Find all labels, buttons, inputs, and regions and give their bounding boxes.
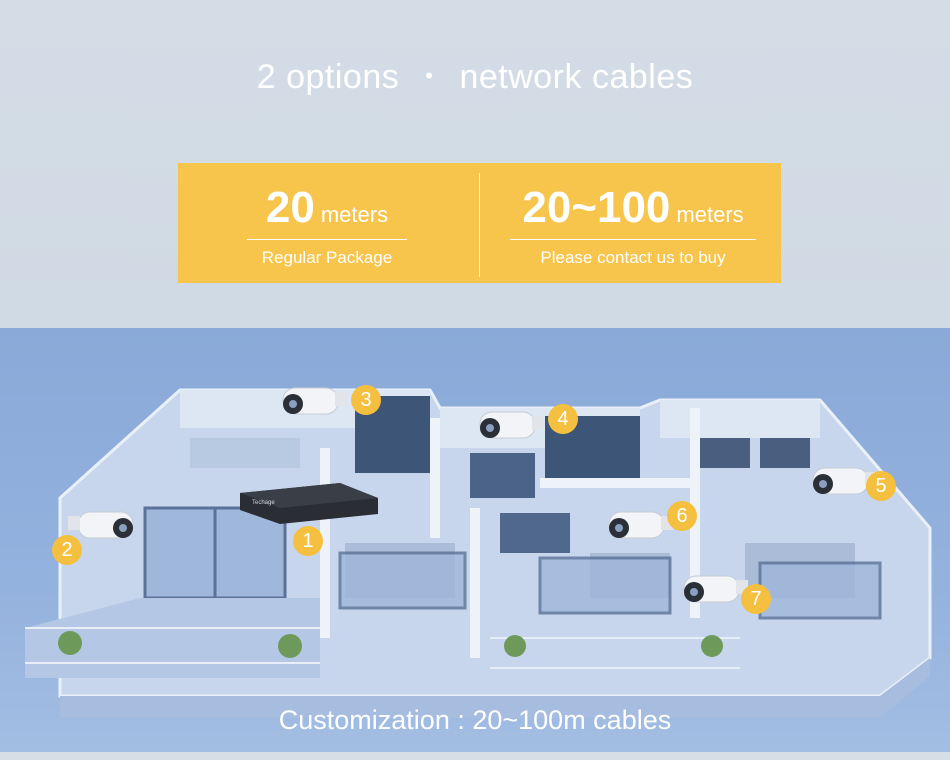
option-regular-underline [247,239,407,240]
camera-7-icon [683,575,748,603]
camera-3-badge: 3 [351,385,381,415]
option-custom-underline [510,239,756,240]
camera-6-badge: 6 [667,501,697,531]
camera-4-icon [479,411,544,439]
nvr-badge: 1 [293,526,323,556]
camera-5-badge: 5 [866,471,896,501]
options-divider [479,173,480,277]
option-regular-caption: Regular Package [261,248,393,267]
headline-separator: • [425,63,434,89]
camera-2-badge: 2 [52,535,82,565]
headline: 2 options • network cables [0,58,950,97]
headline-options: 2 options [256,58,400,96]
floorplan-illustration: Techage [25,388,932,718]
camera-4-badge: 4 [548,404,578,434]
option-custom-length: 20~100 [522,183,671,232]
house-floorplan-scene: Techage 1 2 3 4 5 6 7 [0,328,950,760]
bottom-strip [0,752,950,760]
nvr-brand-label: Techage [252,500,275,506]
headline-cables: network cables [459,58,694,96]
option-custom-caption: Please contact us to buy [540,248,726,267]
camera-3-icon [282,387,347,415]
option-custom-unit: meters [676,202,744,227]
camera-7-badge: 7 [741,584,771,614]
option-regular-unit: meters [320,202,389,227]
camera-6-icon [608,511,673,539]
option-regular-length: 20 [265,183,315,232]
camera-2-icon [68,511,134,539]
customization-caption: Customization : 20~100m cables [278,705,672,735]
